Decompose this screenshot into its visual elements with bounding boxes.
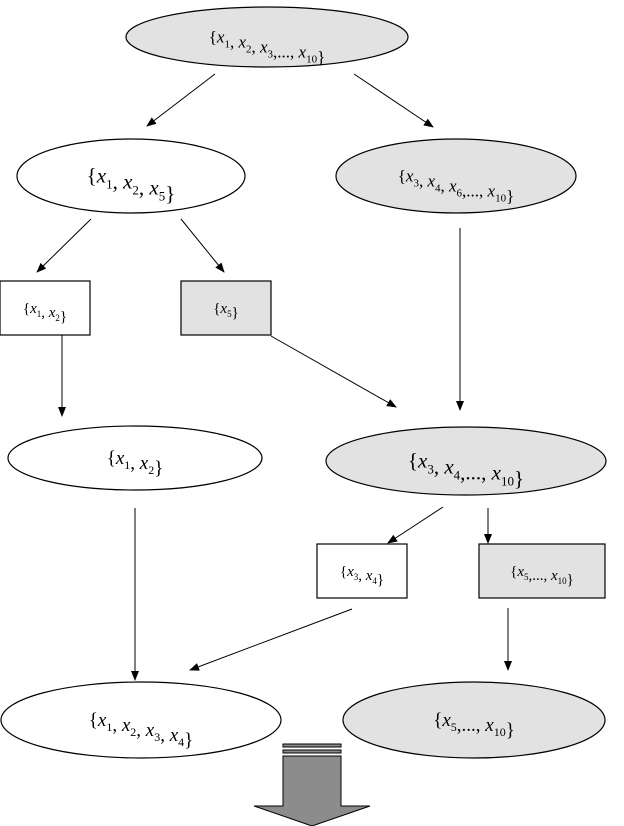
node-ellipse bbox=[0, 681, 282, 759]
node-ellipse bbox=[342, 681, 606, 759]
node-label: {x5,..., x10} bbox=[433, 710, 515, 741]
nodes: {x1, x2, x3,..., x10} {x1, x2, x5} {x3, x4… bbox=[0, 6, 607, 759]
node-right3: {x5,..., x10} bbox=[342, 681, 606, 759]
node-label: {x1, x2, x5} bbox=[87, 164, 176, 206]
node-label: {x3, x4,..., x10} bbox=[408, 449, 524, 491]
edge-right2-to-box-x3x4 bbox=[387, 506, 444, 544]
node-right2: {x3, x4,..., x10} bbox=[325, 426, 607, 496]
node-label: {x1, x2} bbox=[23, 301, 67, 325]
edge-box-x5-to-right2 bbox=[270, 335, 397, 408]
node-box-x1x2: {x1, x2} bbox=[0, 280, 91, 336]
node-left1: {x1, x2, x5} bbox=[16, 138, 246, 214]
node-label: {x5} bbox=[213, 301, 239, 321]
node-box-x5x10: {x5,..., x10} bbox=[478, 543, 606, 599]
node-label: {x3, x4} bbox=[340, 564, 384, 588]
node-label: {x1, x2, x3, x4} bbox=[89, 710, 194, 751]
edge-left1-to-box-x5 bbox=[180, 218, 225, 273]
node-box-x3x4: {x3, x4} bbox=[316, 543, 408, 599]
node-box bbox=[478, 543, 606, 599]
node-label: {x3, x4, x6,..., x10} bbox=[398, 166, 515, 205]
edge-root-to-left1 bbox=[146, 73, 216, 127]
node-label: {x1, x2} bbox=[107, 448, 164, 479]
node-ellipse bbox=[325, 426, 607, 496]
node-label: {x5,..., x10} bbox=[510, 564, 574, 588]
arrow-body bbox=[253, 755, 371, 826]
node-label: {x1, x2, x3,..., x10} bbox=[209, 27, 326, 66]
node-ellipse bbox=[335, 138, 577, 214]
edge-left1-to-box-x1x2 bbox=[36, 218, 92, 273]
down-arrow-icon bbox=[253, 743, 371, 826]
arrow-stripe bbox=[282, 749, 342, 754]
edge-root-to-right1 bbox=[353, 73, 434, 128]
node-root: {x1, x2, x3,..., x10} bbox=[125, 6, 409, 68]
arrow-stripe bbox=[282, 743, 342, 748]
node-left2: {x1, x2} bbox=[7, 425, 263, 491]
edges bbox=[36, 73, 512, 681]
node-ellipse bbox=[7, 425, 263, 491]
node-box bbox=[180, 280, 272, 336]
node-ellipse bbox=[125, 6, 409, 68]
node-ellipse bbox=[16, 138, 246, 214]
node-box bbox=[0, 280, 91, 336]
node-box bbox=[316, 543, 408, 599]
node-left3: {x1, x2, x3, x4} bbox=[0, 681, 282, 759]
node-box-x5: {x5} bbox=[180, 280, 272, 336]
node-right1: {x3, x4, x6,..., x10} bbox=[335, 138, 577, 214]
edge-box-x3x4-to-left3 bbox=[189, 608, 353, 671]
